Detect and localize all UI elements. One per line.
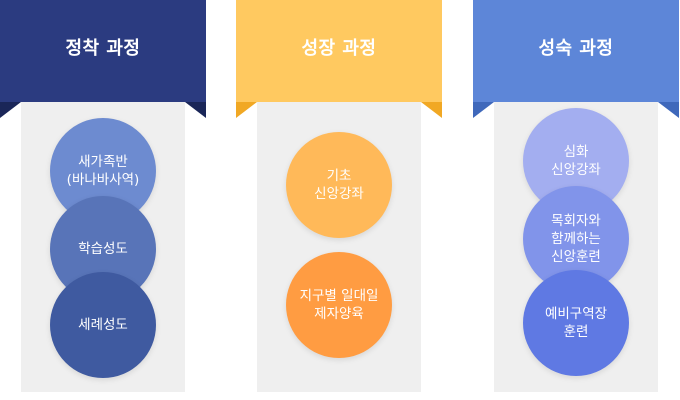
header-fold-right <box>421 102 442 118</box>
stage-title: 성장 과정 <box>301 38 377 59</box>
header-fold-right <box>185 102 206 118</box>
header-fold-left <box>0 102 21 118</box>
course-circle: 세례성도 <box>50 272 156 378</box>
header-fold-left <box>236 102 257 118</box>
header-fold-left <box>473 102 494 118</box>
stage-header: 정착 과정 <box>0 0 206 102</box>
course-circle: 지구별 일대일 제자양육 <box>286 252 392 358</box>
stage-header: 성숙 과정 <box>473 0 679 102</box>
stage-maturity: 성숙 과정 심화 신앙강좌 목회자와 함께하는 신앙훈련 예비구역장 훈련 <box>473 0 680 400</box>
stage-title: 정착 과정 <box>65 38 141 59</box>
course-circle: 기초 신앙강좌 <box>286 132 392 238</box>
stage-header: 성장 과정 <box>236 0 442 102</box>
stage-growth: 성장 과정 기초 신앙강좌 지구별 일대일 제자양육 <box>236 0 446 400</box>
stage-settlement: 정착 과정 새가족반 (바나바사역) 학습성도 세례성도 <box>0 0 210 400</box>
course-circle: 예비구역장 훈련 <box>523 270 629 376</box>
stage-title: 성숙 과정 <box>538 38 614 59</box>
header-fold-right <box>658 102 679 118</box>
